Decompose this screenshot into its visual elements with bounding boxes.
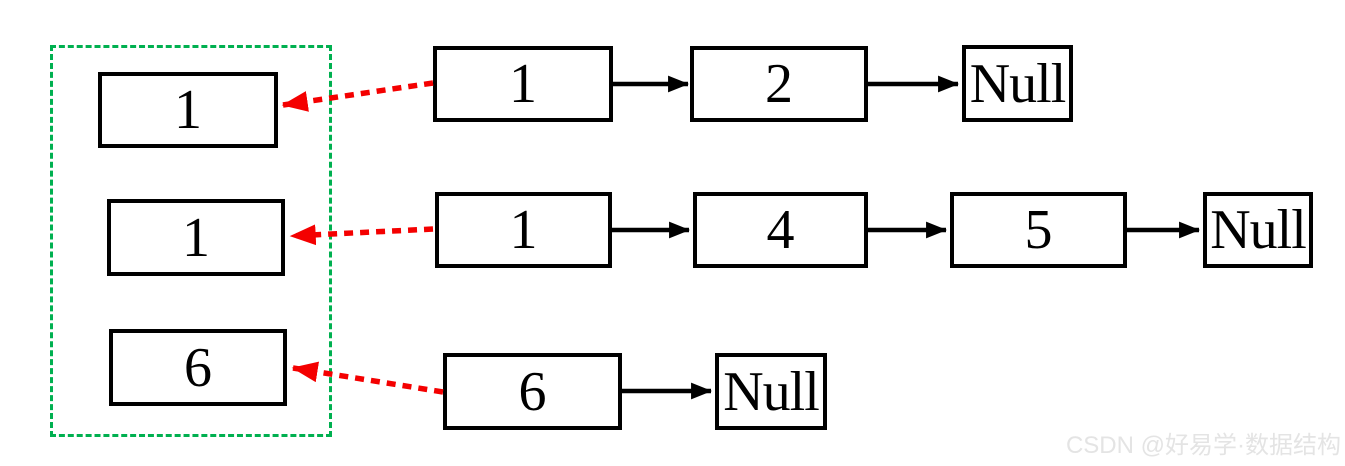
null-node: Null bbox=[1203, 192, 1313, 268]
list-node-value: 1 bbox=[509, 53, 537, 115]
merged-node: 6 bbox=[109, 329, 287, 406]
null-label: Null bbox=[723, 360, 820, 423]
list-node-value: 1 bbox=[509, 199, 538, 261]
merged-node-value: 1 bbox=[174, 79, 202, 141]
list-node-value: 2 bbox=[765, 53, 793, 115]
list-node: 6 bbox=[443, 353, 622, 430]
list-node-value: 6 bbox=[518, 360, 547, 423]
list-node-value: 5 bbox=[1024, 199, 1053, 261]
null-node: Null bbox=[962, 45, 1073, 122]
null-label: Null bbox=[969, 52, 1067, 115]
merged-node: 1 bbox=[98, 72, 278, 148]
list-node-value: 4 bbox=[766, 199, 795, 261]
null-node: Null bbox=[715, 353, 827, 430]
list-node: 5 bbox=[950, 192, 1127, 268]
list-node: 4 bbox=[693, 192, 868, 268]
merged-node: 1 bbox=[107, 199, 285, 276]
list-node: 1 bbox=[433, 46, 613, 122]
merged-panel-outline bbox=[50, 45, 332, 437]
watermark: CSDN @好易学·数据结构 bbox=[1065, 432, 1341, 459]
list-node: 2 bbox=[690, 46, 868, 122]
null-label: Null bbox=[1210, 199, 1307, 261]
merged-node-value: 1 bbox=[182, 206, 210, 269]
list-node: 1 bbox=[435, 192, 612, 268]
merged-node-value: 6 bbox=[184, 336, 212, 399]
